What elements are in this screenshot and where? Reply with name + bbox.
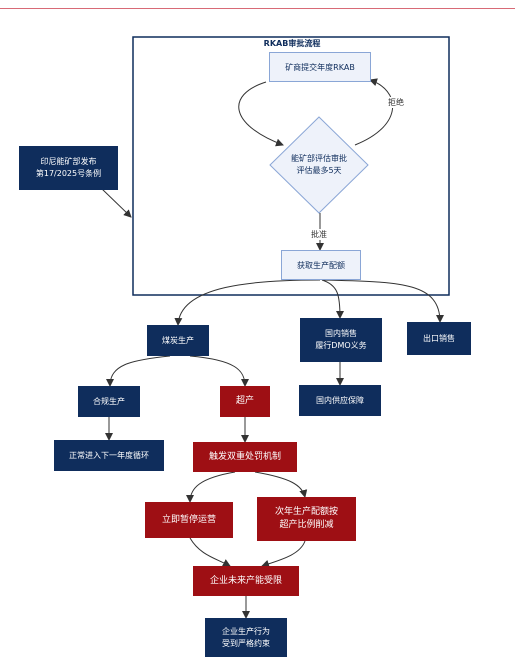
domestic-sales-node: 国内销售 履行DMO义务 (300, 318, 382, 362)
edge-quota-to-domestic (321, 279, 344, 319)
edge-quota-to-coal (174, 279, 321, 326)
rkab-process-frame (132, 36, 450, 296)
edge-quota-to-export (323, 279, 444, 323)
edge-penalty-to-quota-cut (254, 471, 308, 498)
coal-production-node: 煤炭生产 (147, 325, 209, 356)
edge-penalty-to-suspend (186, 471, 236, 503)
next-cycle-node: 正常进入下一年度循环 (54, 440, 164, 471)
quota-node: 获取生产配额 (281, 250, 361, 280)
edge-reject (354, 78, 394, 146)
submit-rkab-node: 矿商提交年度RKAB (269, 52, 371, 82)
edge-coal-to-compliant (106, 355, 171, 387)
evaluate-node-label: 能矿部评估审批 评估最多5天 (291, 154, 347, 175)
compliant-node: 合规生产 (78, 386, 140, 417)
regulation-node: 印尼能矿部发布 第17/2025号条例 (19, 146, 118, 190)
domestic-supply-node: 国内供应保障 (299, 385, 381, 416)
overproduction-node: 超产 (220, 386, 270, 417)
edge-coal-to-over (189, 355, 249, 387)
approve-label: 批准 (311, 229, 327, 240)
penalty-node: 触发双重处罚机制 (193, 442, 297, 472)
edge-suspend-to-limited (189, 537, 231, 567)
reject-label: 拒绝 (388, 97, 404, 108)
quota-cut-node: 次年生产配额按 超产比例削减 (257, 497, 356, 541)
edge-quota-cut-to-limited (261, 540, 306, 568)
edge-submit-to-evaluate (238, 81, 284, 147)
strict-constraint-node: 企业生产行为 受到严格约束 (205, 618, 287, 657)
top-divider (0, 8, 515, 9)
capacity-limited-node: 企业未来产能受限 (193, 566, 299, 596)
frame-title: RKAB审批流程 (263, 39, 321, 48)
edge-regulation-to-frame (100, 187, 132, 218)
export-sales-node: 出口销售 (407, 322, 471, 355)
evaluate-diamond (269, 116, 369, 214)
suspend-node: 立即暂停运营 (145, 502, 233, 538)
